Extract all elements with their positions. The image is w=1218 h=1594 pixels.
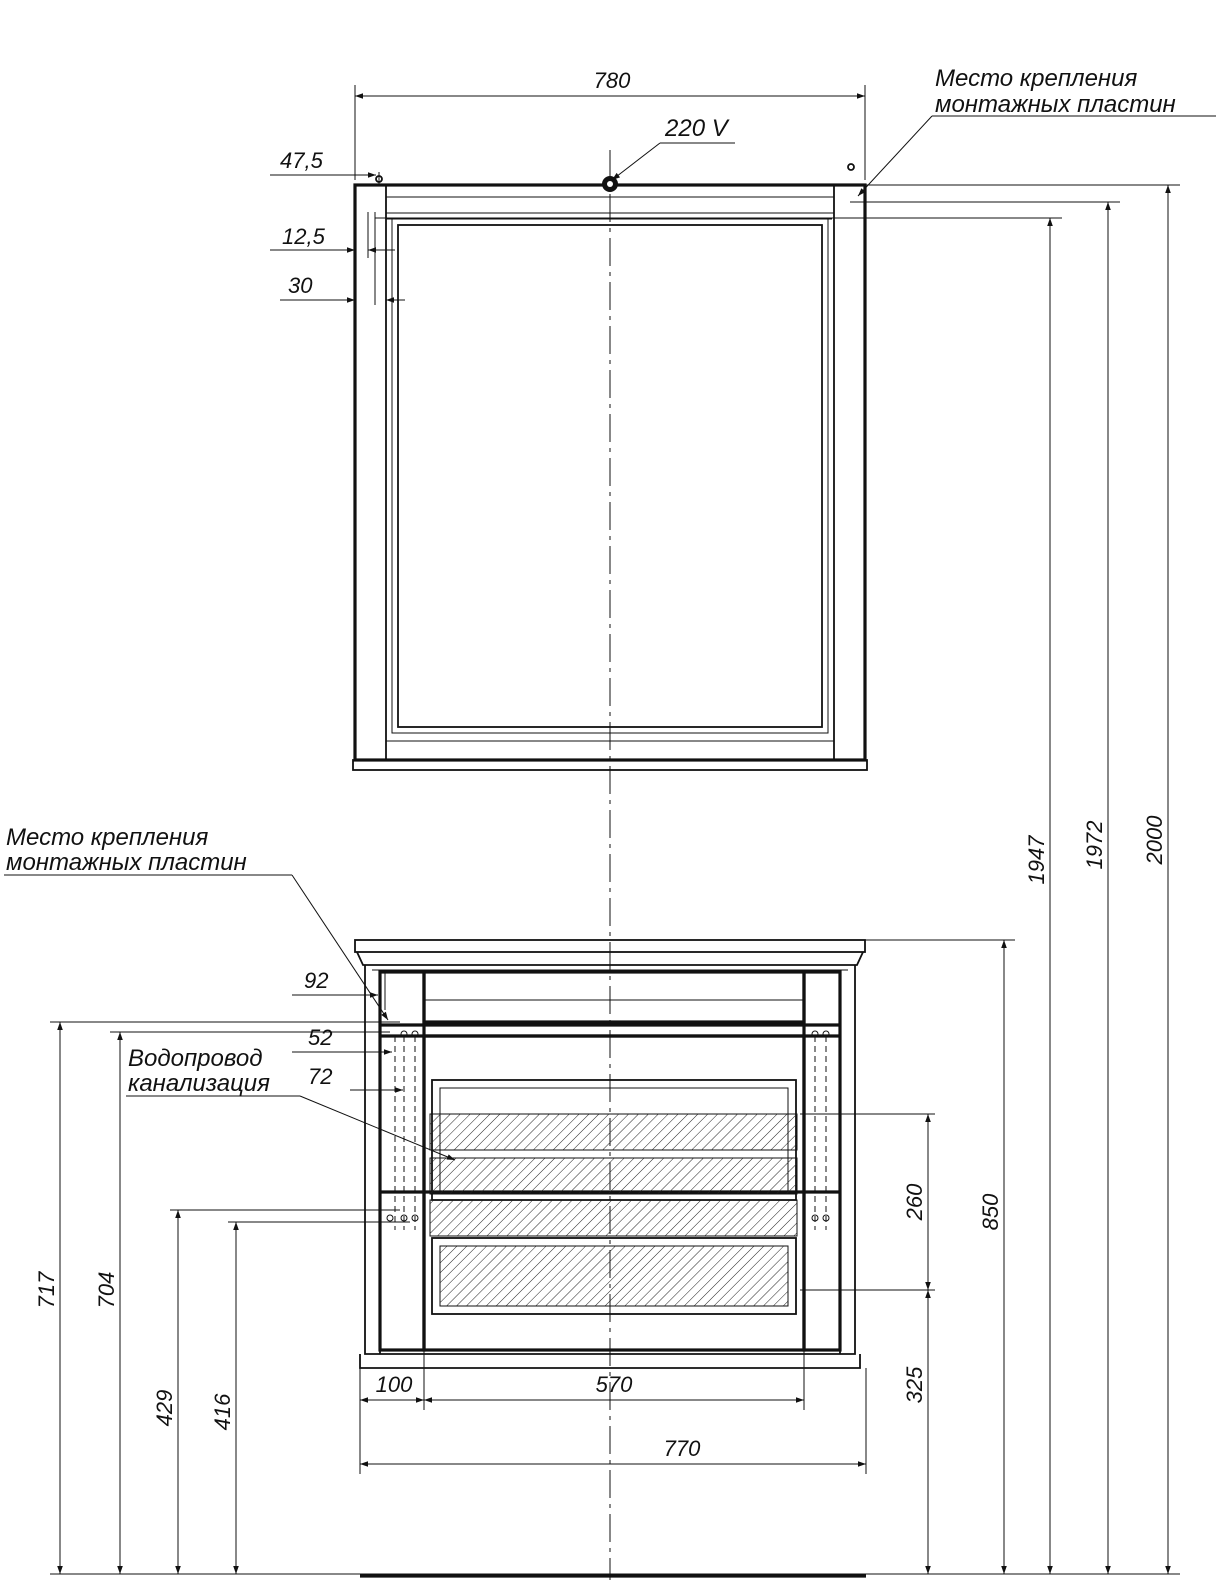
mirror-drawing [352,163,868,771]
svg-text:12,5: 12,5 [282,224,326,249]
dim-850: 850 [865,939,1015,1574]
dim-100: 100 [359,1350,425,1474]
dim-47-5: 47,5 [270,148,380,185]
svg-text:325: 325 [902,1366,927,1403]
dim-12-5: 12,5 [270,212,395,305]
svg-text:717: 717 [34,1271,59,1308]
dim-92: 92 [292,968,386,1010]
svg-text:52: 52 [308,1025,332,1050]
svg-text:770: 770 [664,1436,701,1461]
dim-416: 416 [210,1221,410,1574]
dim-325: 325 [902,1290,931,1574]
svg-text:92: 92 [304,968,328,993]
dim-570: 570 [424,1350,805,1410]
svg-text:416: 416 [210,1393,235,1430]
dim-717: 717 [34,1021,400,1575]
svg-text:100: 100 [376,1372,413,1397]
svg-text:монтажных пластин: монтажных пластин [6,849,247,876]
svg-text:1972: 1972 [1082,821,1107,870]
dim-72: 72 [308,1064,403,1093]
dim-704: 704 [94,1031,390,1574]
svg-text:Место крепления: Место крепления [935,65,1137,92]
dim-780: 780 [354,68,866,180]
svg-text:704: 704 [94,1272,119,1309]
svg-text:канализация: канализация [128,1070,270,1097]
svg-text:850: 850 [978,1193,1003,1230]
svg-text:1947: 1947 [1024,835,1049,885]
svg-text:Место крепления: Место крепления [6,824,208,851]
cabinet-mount-label: Место крепления монтажных пластин [4,824,389,1021]
mirror-mount-label: Место крепления монтажных пластин [857,65,1216,197]
svg-text:260: 260 [902,1183,927,1221]
svg-text:780: 780 [594,68,631,93]
dim-52: 52 [292,1025,392,1055]
dim-260: 260 [800,1113,935,1291]
svg-text:47,5: 47,5 [280,148,324,173]
svg-text:429: 429 [152,1390,177,1427]
height-dims: 1947 1972 2000 [360,184,1180,1575]
dim-429: 429 [152,1209,400,1574]
svg-text:монтажных пластин: монтажных пластин [935,91,1176,118]
svg-text:72: 72 [308,1064,332,1089]
pipes-label: Водопровод канализация [126,1045,456,1161]
dim-770: 770 [360,1368,867,1474]
svg-text:570: 570 [596,1372,633,1397]
cabinet-drawing [354,939,866,1578]
svg-text:2000: 2000 [1142,815,1167,866]
svg-text:220 V: 220 V [664,115,730,142]
power-label: 220 V [611,115,735,181]
dim-30: 30 [280,273,405,303]
svg-text:30: 30 [288,273,313,298]
svg-text:Водопровод: Водопровод [128,1045,262,1072]
